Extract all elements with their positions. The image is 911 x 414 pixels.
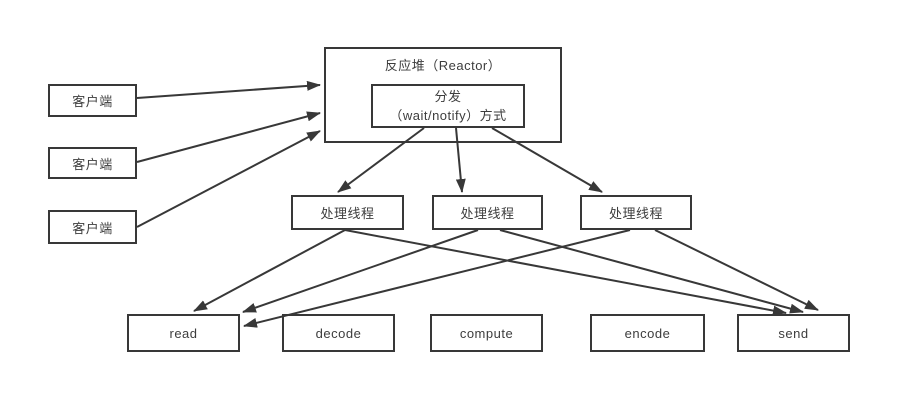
node-client-2-label: 客户端 [72, 156, 113, 172]
node-decode: decode [282, 314, 395, 352]
edge-client1-reactor [136, 80, 321, 99]
node-client-1-label: 客户端 [72, 94, 113, 109]
node-thread-1-label: 处理线程 [320, 206, 375, 221]
node-dispatch: 分发 （wait/notify）方式 [371, 84, 525, 128]
node-thread-2: 处理线程 [432, 195, 543, 230]
node-client-2: 客户端 [48, 147, 137, 179]
node-thread-1: 处理线程 [291, 195, 404, 230]
node-read-label: read [169, 325, 198, 341]
edge-thread2-read [242, 229, 479, 313]
node-dispatch-label-line1: 分发 [434, 89, 462, 104]
edge-thread2-send [499, 229, 804, 314]
node-client-3-label: 客户端 [72, 220, 113, 236]
node-encode: encode [590, 314, 705, 352]
node-send-label: send [778, 325, 809, 341]
edge-thread1-send [344, 229, 787, 316]
node-encode-label: encode [624, 325, 671, 341]
node-decode-label: decode [315, 325, 362, 341]
edge-thread1-read [193, 229, 346, 312]
edge-thread3-read [243, 229, 631, 328]
node-compute: compute [430, 314, 543, 352]
node-read: read [127, 314, 240, 352]
node-client-3: 客户端 [48, 210, 137, 244]
node-thread-3-label: 处理线程 [608, 206, 663, 221]
node-client-1: 客户端 [48, 84, 137, 117]
node-reactor-label: 反应堆（Reactor） [384, 58, 502, 73]
node-thread-3: 处理线程 [580, 195, 692, 230]
node-dispatch-label-line2: （wait/notify）方式 [389, 108, 507, 123]
node-send: send [737, 314, 850, 352]
node-thread-2-label: 处理线程 [460, 206, 515, 221]
edge-client2-reactor [136, 111, 321, 163]
node-compute-label: compute [459, 325, 514, 341]
edge-thread3-send [654, 229, 819, 311]
